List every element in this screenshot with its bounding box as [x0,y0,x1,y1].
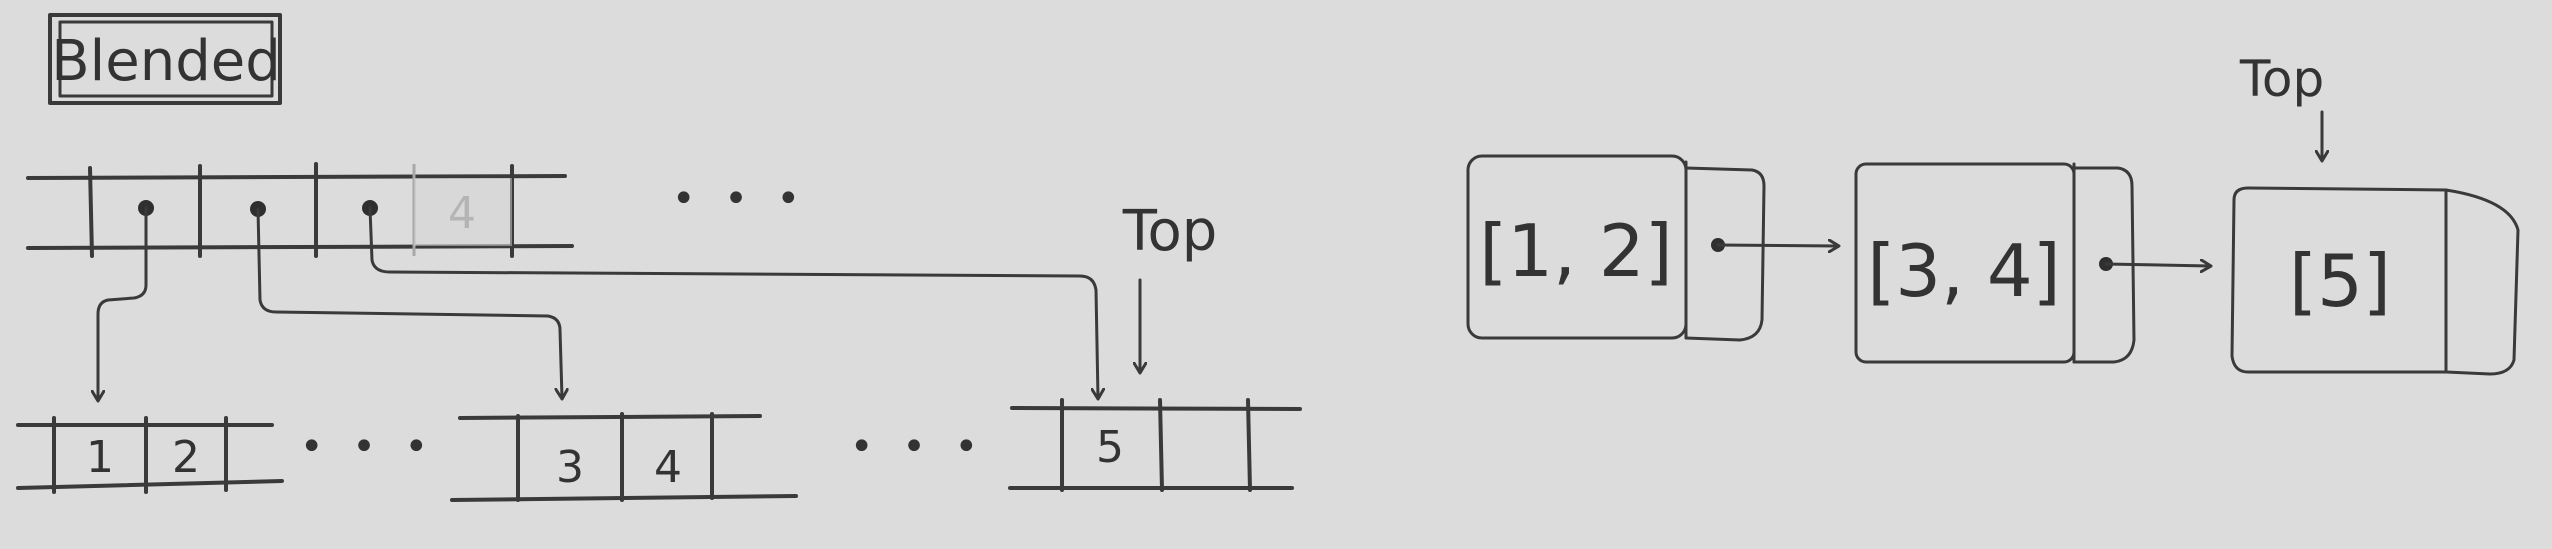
block-value: 4 [654,442,682,493]
list-node: [3, 4] [1854,162,2136,364]
node-value: [5] [2289,239,2391,323]
block: 1 2 [16,416,284,494]
next-arrow [2104,264,2210,266]
node-value: [3, 4] [1867,229,2061,313]
block: 5 [1008,398,1302,492]
ellipsis-bottom: • • • [850,424,986,470]
list-top-label: Top [2239,50,2324,108]
block-value: 3 [556,442,584,493]
block-value: 1 [86,432,114,483]
title-label: Blended [51,29,280,94]
node-value: [1, 2] [1479,209,1673,293]
top-label: Top [1122,199,1218,264]
pointer-arrow [256,207,562,398]
block-value: 5 [1096,422,1124,473]
ellipsis-top: • • • [672,176,808,222]
ellipsis-mid: • • • [300,424,436,470]
index-cell-divider [88,166,94,258]
block: 3 4 [450,412,798,502]
list-node: [5] [2230,186,2520,376]
linked-list: [1, 2] [3, 4] [5] Top [1466,50,2520,376]
next-arrow [1716,245,1838,246]
pointer-arrow [368,206,1098,398]
pointer-arrow [98,206,148,400]
block-value: 2 [172,432,200,483]
index-ghost-value: 4 [448,188,476,239]
title-box: Blended [48,13,282,105]
list-node: [1, 2] [1466,154,1766,342]
index-array: 4 [26,162,574,258]
